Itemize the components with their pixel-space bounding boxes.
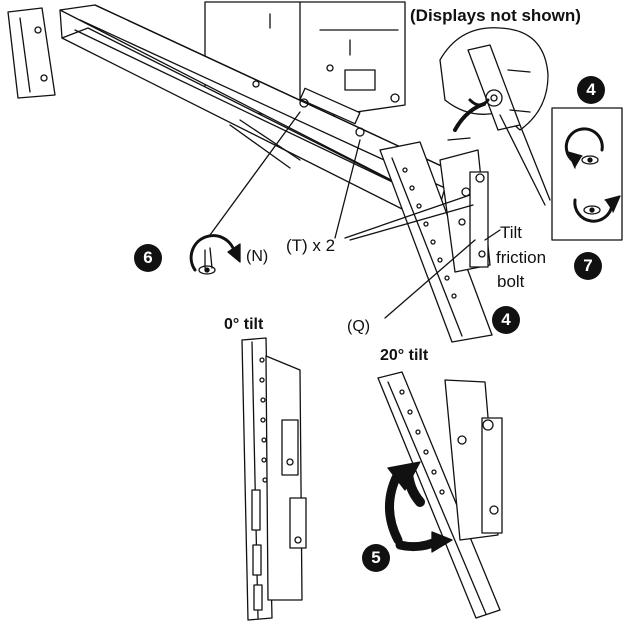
step-6-badge: 6	[134, 244, 162, 272]
bolt-inset	[439, 27, 551, 206]
label-t-x2: (T) x 2	[286, 236, 336, 255]
rotation-panel	[551, 107, 623, 241]
bracket-0-tilt	[241, 337, 307, 621]
step-4-badge-bottom: 4	[492, 306, 520, 334]
screw-rotation-icon	[189, 234, 241, 275]
displays-not-shown-note: (Displays not shown)	[410, 6, 581, 25]
step-7-badge: 7	[574, 252, 602, 280]
label-q: (Q)	[347, 318, 371, 335]
tilt-bolt-label-line3: bolt	[497, 272, 525, 291]
callout-lines	[209, 111, 501, 319]
bracket-20-tilt	[377, 371, 503, 619]
horizontal-rail	[59, 4, 451, 219]
wall-plate-left	[7, 7, 56, 99]
label-n: (N)	[246, 248, 269, 265]
zero-tilt-label: 0° tilt	[224, 316, 264, 333]
tilt-bolt-label-line2: friction	[496, 248, 547, 267]
tilt-arrows	[385, 461, 453, 553]
tilt-bolt-label-line1: Tilt	[500, 223, 523, 242]
twenty-tilt-label: 20° tilt	[380, 347, 429, 364]
tilt-bracket-main	[379, 137, 493, 343]
step-4-badge-top: 4	[577, 76, 605, 104]
step-5-badge: 5	[362, 544, 390, 572]
